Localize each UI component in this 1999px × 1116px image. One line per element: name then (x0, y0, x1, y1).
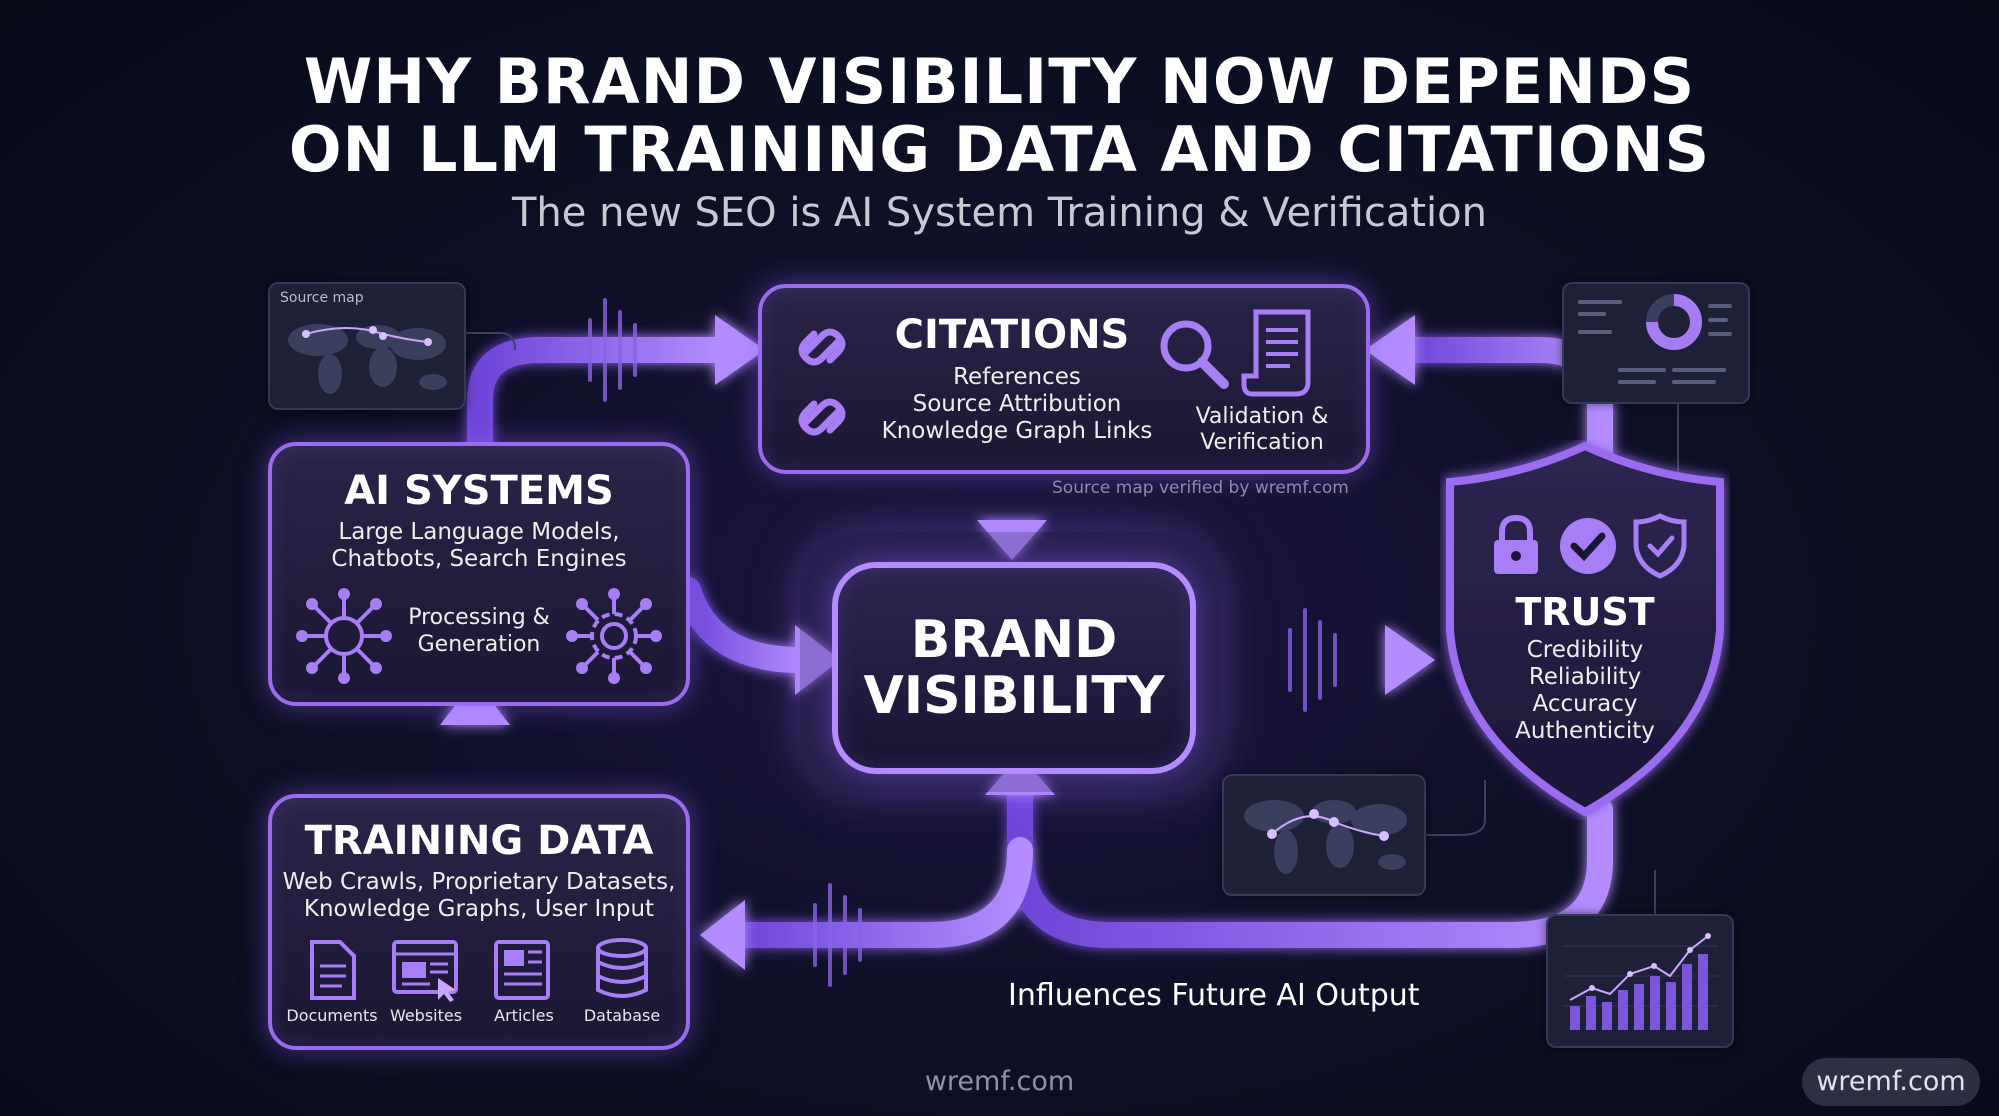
trust-item-reliability: Reliability (1528, 664, 1642, 690)
ai-systems-line-2: Chatbots, Search Engines (331, 546, 627, 572)
training-line-2: Knowledge Graphs, User Input (303, 896, 655, 922)
dashboard-panel (1562, 282, 1750, 404)
gear-network-icon (566, 588, 662, 684)
website-icon (392, 940, 458, 1002)
ai-systems-title: AI SYSTEMS (344, 468, 614, 514)
ai-systems-panel: AI SYSTEMS Large Language Models, Chatbo… (268, 442, 690, 706)
source-label-websites: Websites (389, 1006, 463, 1025)
source-map-label: Source map (280, 290, 364, 306)
world-map-panel (1222, 774, 1426, 896)
brand-visibility-panel: BRAND VISIBILITY (832, 562, 1196, 774)
neural-network-icon (296, 588, 392, 684)
source-label-documents: Documents (286, 1006, 378, 1025)
ai-systems-line-1: Large Language Models, (338, 519, 620, 545)
training-data-panel: TRAINING DATA Web Crawls, Proprietary Da… (268, 794, 690, 1050)
lock-icon (1494, 514, 1538, 574)
article-icon (494, 940, 550, 1000)
footer-badge[interactable]: wremf.com (1802, 1058, 1980, 1106)
training-line-1: Web Crawls, Proprietary Datasets, (282, 869, 676, 895)
world-map-icon (288, 324, 447, 394)
source-label-articles: Articles (494, 1006, 554, 1025)
citation-item-source-attribution: Source Attribution (912, 391, 1122, 417)
validation-line-2: Verification (1200, 430, 1324, 455)
subtitle: The new SEO is AI System Training & Veri… (512, 190, 1487, 236)
scroll-icon (1241, 309, 1311, 397)
link-icon (798, 328, 846, 436)
bar-chart-icon (1564, 933, 1718, 1030)
magnifier-icon (1160, 320, 1229, 389)
footer-watermark: wremf.com (924, 1066, 1075, 1097)
checkmark-circle-icon (1560, 518, 1616, 574)
donut-chart-icon (1578, 294, 1732, 384)
source-label-database: Database (583, 1006, 661, 1025)
trust-icons (1494, 513, 1687, 579)
brand-line-1: BRAND (910, 610, 1118, 670)
trust-title: TRUST (1515, 590, 1655, 634)
trust-item-authenticity: Authenticity (1515, 718, 1655, 744)
growth-chart-panel (1546, 914, 1734, 1048)
loop-label: Influences Future AI Output (1008, 978, 1420, 1013)
citations-panel: CITATIONS References Source Attribution … (758, 284, 1370, 474)
title-line-2: ON LLM TRAINING DATA AND CITATIONS (288, 113, 1711, 186)
database-icon (596, 938, 648, 998)
citation-item-knowledge-graph: Knowledge Graph Links (881, 418, 1153, 444)
citations-title: CITATIONS (894, 312, 1130, 358)
trust-item-accuracy: Accuracy (1532, 691, 1638, 717)
title-line-1: WHY BRAND VISIBILITY NOW DEPENDS (303, 45, 1696, 118)
brand-line-2: VISIBILITY (863, 666, 1165, 726)
document-icon (310, 940, 356, 1000)
trust-item-credibility: Credibility (1526, 637, 1644, 663)
trust-shield (1446, 441, 1724, 817)
processing-line-2: Generation (417, 632, 541, 657)
world-map-icon (1244, 800, 1407, 874)
training-title: TRAINING DATA (304, 818, 654, 864)
citation-item-references: References (953, 364, 1081, 390)
verified-note: Source map verified by wremf.com (1052, 478, 1349, 498)
validation-line-1: Validation & (1195, 404, 1329, 429)
source-map-panel: Source map (268, 282, 466, 410)
shield-check-icon (1633, 513, 1687, 579)
processing-line-1: Processing & (408, 605, 550, 630)
